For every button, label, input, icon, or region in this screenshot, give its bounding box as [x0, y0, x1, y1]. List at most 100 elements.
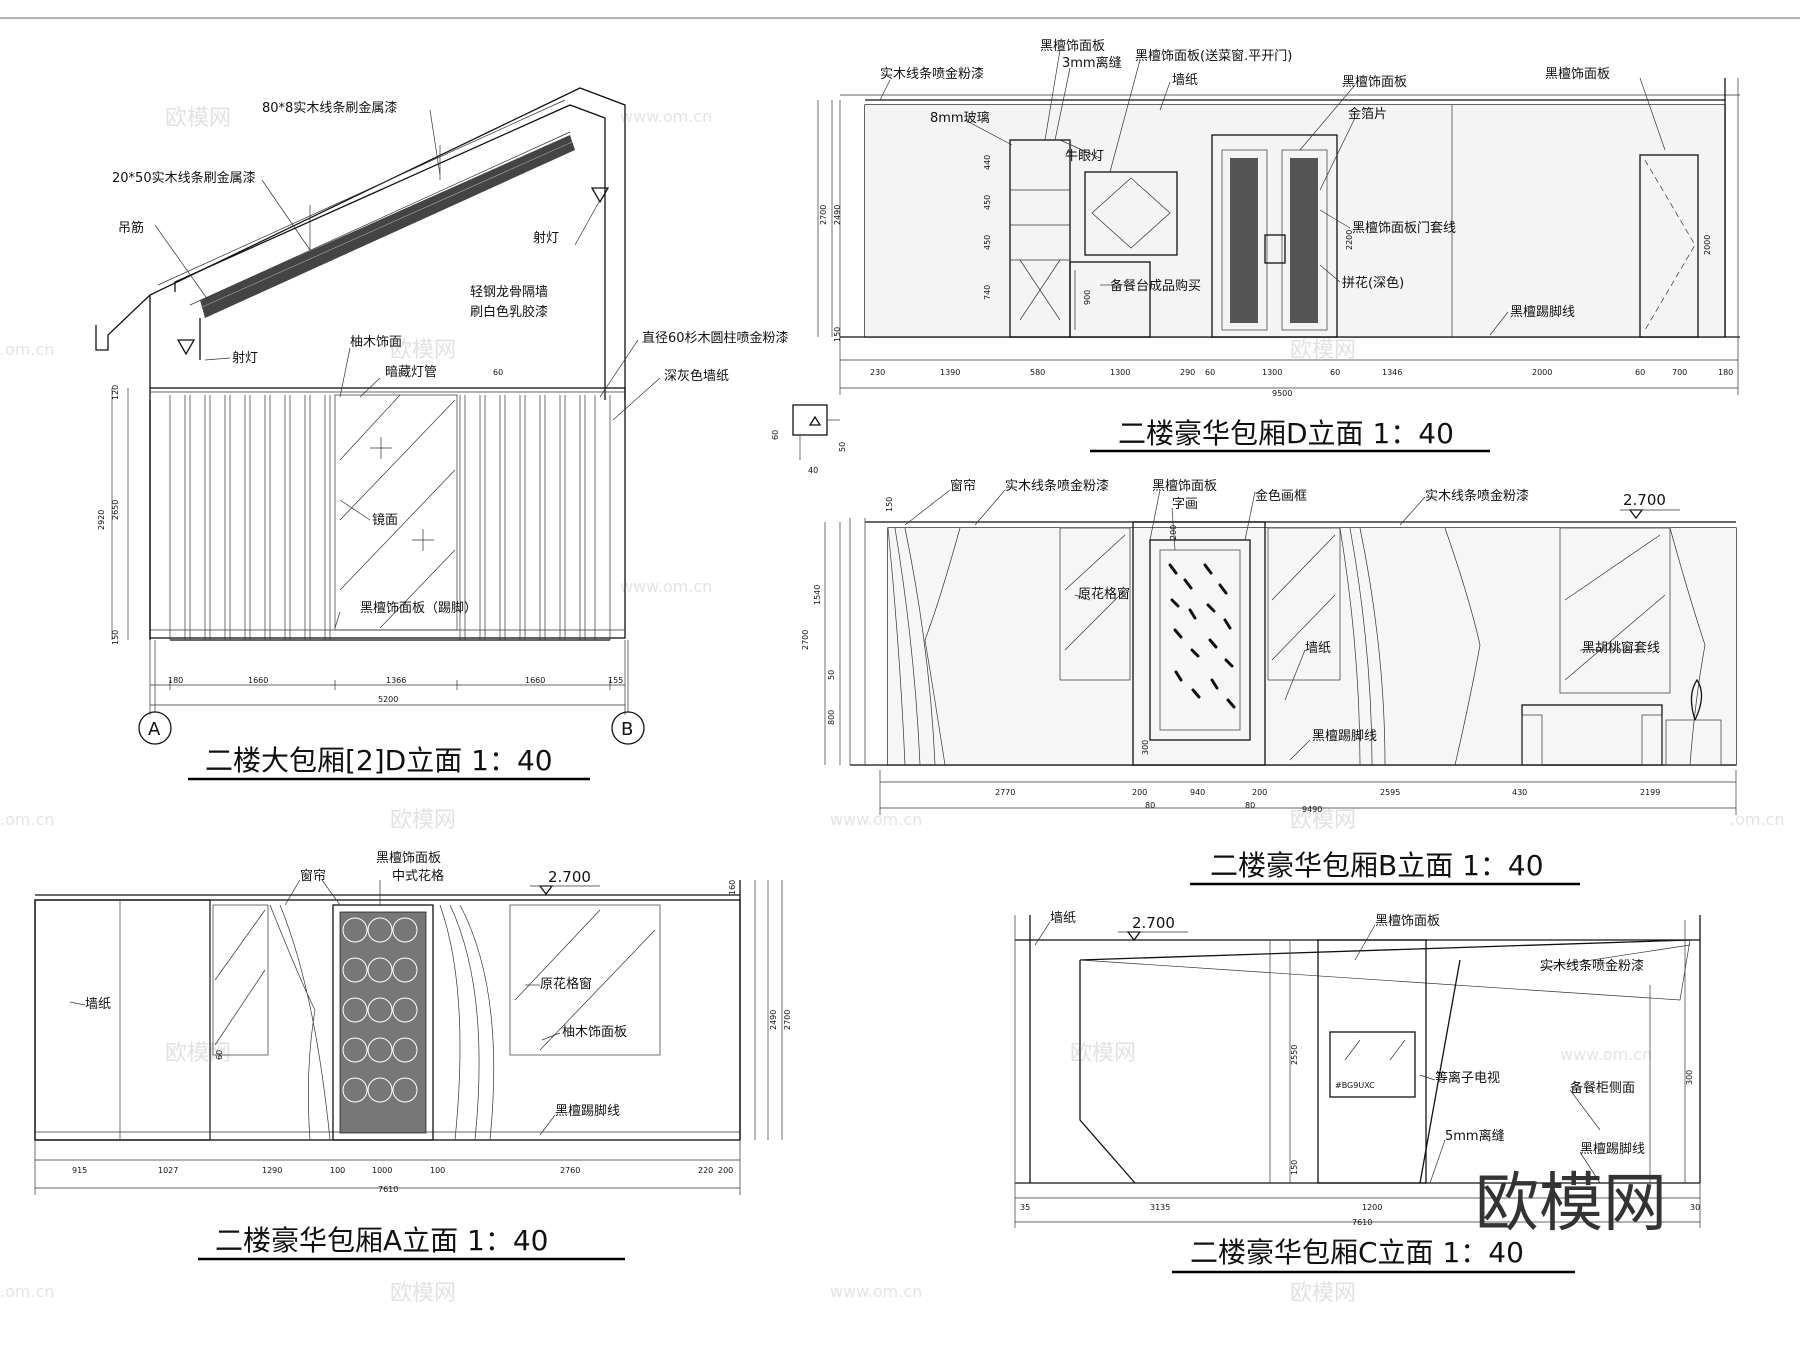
callout: 黑檀饰面板 [1545, 66, 1610, 82]
watermark-url: www.om.cn [620, 577, 712, 596]
watermark-logo: 欧模网 [390, 1281, 456, 1306]
callout: 墙纸 [85, 997, 111, 1012]
mirror-panel [334, 394, 458, 631]
view-luxury-room-b-elevation: 2.700 2770 200 940 200 2595 430 2199 949… [771, 430, 1737, 886]
dim-label: 50 [827, 670, 836, 680]
callout: 刷白色乳胶漆 [470, 304, 548, 320]
dim-label: 1200 [1362, 1203, 1382, 1212]
callout: 黑檀饰面板 [1375, 913, 1440, 929]
callout: 实木线条喷金粉漆 [1005, 478, 1109, 494]
watermark-url: www.om.cn [830, 1282, 922, 1301]
display-cabinet [1009, 139, 1071, 338]
dim-label: 2490 [833, 205, 842, 225]
dim-label: 155 [608, 676, 623, 685]
watermark-logo: 欧模网 [1290, 808, 1356, 833]
plant-icon [1690, 678, 1703, 721]
dim-label: 180 [168, 676, 183, 685]
calligraphy [1168, 563, 1236, 709]
dim-label: 7610 [1352, 1218, 1372, 1227]
dim-label: 230 [870, 368, 885, 377]
dim-label: 1660 [525, 676, 545, 685]
dim-label: 9490 [1302, 805, 1322, 814]
dim-label: 35 [1020, 1203, 1030, 1212]
spotlight-icon [590, 187, 610, 204]
callout: 字画 [1172, 497, 1198, 512]
dim-label: 150 [833, 327, 842, 342]
callout: 备餐台成品购买 [1110, 278, 1201, 294]
window-panel [212, 904, 269, 1056]
callout: 直径60杉木圆柱喷金粉漆 [642, 330, 789, 346]
view-luxury-room-d-elevation: 230 1390 580 1300 290 60 1300 60 1346 20… [817, 38, 1740, 453]
callout: 深灰色墙纸 [664, 368, 729, 384]
axis-bubble-a [138, 711, 172, 745]
dim-label: 5200 [378, 695, 398, 704]
callout: 5mm离缝 [1445, 1128, 1505, 1144]
chinese-lattice [332, 904, 434, 1141]
callout: 金色画框 [1255, 488, 1307, 504]
view-title: 二楼豪华包厢C立面 1：40 [1190, 1236, 1524, 1269]
dim-label: 2700 [819, 205, 828, 225]
dim-label: 450 [983, 195, 992, 210]
dim-label: 1390 [940, 368, 960, 377]
dim-label: 450 [983, 235, 992, 250]
window-panel [1059, 527, 1131, 681]
elevation-mark: 2.700 [548, 868, 591, 886]
callout: 柚木饰面 [350, 335, 402, 350]
callout: 实木线条喷金粉漆 [1425, 488, 1529, 504]
dim-label: 940 [1190, 788, 1205, 797]
dim-label: 2000 [1703, 235, 1712, 255]
curtains [887, 527, 1706, 766]
watermark-logo: 欧模网 [165, 1041, 231, 1066]
callout: 黑檀踢脚线 [1580, 1141, 1645, 1157]
wall-panel [1132, 521, 1266, 766]
dim-label: 440 [983, 155, 992, 170]
callout: 黑檀饰面板门套线 [1352, 220, 1456, 236]
callout: 墙纸 [1305, 641, 1331, 656]
dim-label: 80 [1145, 801, 1155, 810]
callout: 备餐柜侧面 [1570, 1080, 1635, 1096]
dim-label: 120 [111, 385, 120, 400]
callout: 柚木饰面板 [562, 1025, 627, 1040]
axis-label-a: A [148, 719, 161, 740]
dim-label: 180 [1718, 368, 1733, 377]
dim-label: 2920 [97, 510, 106, 530]
dim-label: 915 [72, 1166, 87, 1175]
dim-label: 220 [698, 1166, 713, 1175]
view-title: 二楼豪华包厢B立面 1：40 [1210, 849, 1544, 882]
dim-label: 2700 [783, 1010, 792, 1030]
watermark-logo: 欧模网 [1290, 1281, 1356, 1306]
dim-label: 290 [1180, 368, 1195, 377]
dim-label: 80 [1245, 801, 1255, 810]
dim-label: 60 [215, 1050, 224, 1060]
axis-label-b: B [621, 719, 633, 740]
detail-callout [792, 404, 840, 460]
slanted-wood-strips [199, 135, 575, 318]
service-counter [1069, 261, 1151, 338]
dim-label: 900 [1083, 290, 1092, 305]
dim-label: 3135 [1150, 1203, 1170, 1212]
callout: 镜面 [372, 513, 398, 528]
view-large-room-d-elevation: 180 1660 1366 1660 155 5200 120 2650 150… [95, 87, 789, 781]
dim-label: 1660 [248, 676, 268, 685]
window-panel [509, 904, 661, 1056]
dim-label: 2770 [995, 788, 1015, 797]
view-luxury-room-a-elevation: 2.700 160 2490 2700 60 915 1027 1290 100… [34, 850, 792, 1261]
center-panel [1317, 939, 1427, 1184]
callout: 射灯 [232, 350, 258, 366]
dim-label: 40 [808, 466, 818, 475]
watermark-domain: .om.cn [0, 340, 54, 359]
callout: 黑胡桃窗套线 [1582, 640, 1660, 656]
callout: 黑檀踢脚线 [1510, 304, 1575, 320]
spotlight-icon [176, 339, 196, 356]
watermark-url: www.om.cn [620, 107, 712, 126]
window-panel [1267, 527, 1341, 681]
serving-window [1084, 171, 1178, 256]
view-title: 二楼豪华包厢A立面 1：40 [215, 1224, 549, 1257]
dim-label: 150 [1290, 1160, 1299, 1175]
callout: 黑檀饰面板 [376, 850, 441, 866]
curtains [269, 904, 495, 1141]
view-title: 二楼大包厢[2]D立面 1：40 [205, 744, 553, 777]
axis-bubble-b [611, 711, 645, 745]
dim-label: 2650 [111, 500, 120, 520]
window-panel [1559, 527, 1671, 694]
